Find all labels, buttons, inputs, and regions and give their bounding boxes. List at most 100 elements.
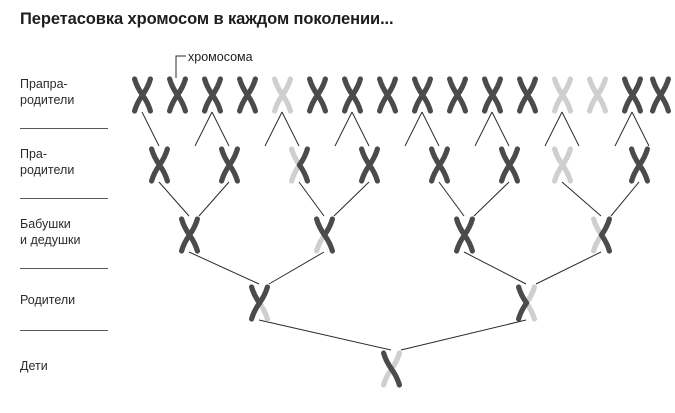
chromosome — [412, 76, 433, 114]
chromosome-arm-br — [321, 232, 335, 254]
generation-label-line: Прапра- — [20, 77, 68, 91]
lineage-connector — [351, 111, 370, 147]
chromosome — [447, 76, 468, 114]
chromosome-arm-tr — [366, 146, 380, 168]
chromosome-arm-br — [314, 92, 328, 114]
chromosome-arm-tr — [186, 216, 200, 238]
lineage-connector — [535, 251, 602, 285]
chromosome-callout-label: хромосома — [188, 50, 253, 64]
chromosome-arm-tr — [209, 76, 223, 98]
chromosome-arm-tr — [321, 216, 335, 238]
chromosome — [516, 284, 537, 322]
lineage-connector — [474, 111, 493, 147]
chromosome-arm-br — [598, 232, 612, 254]
generation-row-1 — [132, 76, 671, 114]
generation-row-3 — [179, 216, 612, 254]
chromosome-arm-br — [296, 162, 310, 184]
generation-label-3: Бабушки и дедушки — [20, 216, 120, 248]
chromosome — [149, 146, 170, 184]
chromosome — [342, 76, 363, 114]
chromosome-arm-br — [454, 92, 468, 114]
generation-label-line: и дедушки — [20, 233, 81, 247]
chromosome — [381, 350, 402, 388]
chromosome-arm-br — [279, 92, 293, 114]
callout-leader-line — [175, 55, 186, 78]
chromosome-arm-br — [388, 366, 402, 388]
chromosome-arm-br — [594, 92, 608, 114]
chromosome — [429, 146, 450, 184]
chromosome-arm-tr — [657, 76, 671, 98]
chromosome-arm-tr — [461, 216, 475, 238]
chromosome — [237, 76, 258, 114]
chromosome-arm-tr — [296, 146, 310, 168]
chromosome — [552, 146, 573, 184]
chromosome — [202, 76, 223, 114]
chromosome-arm-br — [349, 92, 363, 114]
chromosome-arm-tr — [349, 76, 363, 98]
chromosome-arm-tr — [384, 76, 398, 98]
chromosome — [517, 76, 538, 114]
chromosome — [167, 76, 188, 114]
chromosome-arm-br — [629, 92, 643, 114]
chromosome — [359, 146, 380, 184]
chromosome-arm-tr — [559, 76, 573, 98]
lineage-connector — [404, 111, 423, 147]
chromosome-arm-tr — [454, 76, 468, 98]
lineage-connector — [438, 181, 465, 217]
chromosome-arm-tr — [279, 76, 293, 98]
chromosome-arm-tr — [489, 76, 503, 98]
generation-label-1: Прапра-родители — [20, 76, 120, 108]
chromosome-arm-br — [244, 92, 258, 114]
chromosome-arm-tr — [524, 76, 538, 98]
chromosome — [179, 216, 200, 254]
chromosome-arm-br — [436, 162, 450, 184]
chromosome — [314, 216, 335, 254]
lineage-connector — [194, 111, 213, 147]
chromosome-arm-tr — [436, 146, 450, 168]
chromosome-arm-br — [657, 92, 671, 114]
lineage-connector — [268, 251, 325, 285]
chromosome — [629, 146, 650, 184]
chromosome-arm-tr — [598, 216, 612, 238]
chromosome-arm-br — [156, 162, 170, 184]
chromosome-arm-br — [559, 162, 573, 184]
chromosome-arm-tr — [139, 76, 153, 98]
chromosome-arm-tr — [506, 146, 520, 168]
lineage-connector — [334, 111, 353, 147]
chromosome — [499, 146, 520, 184]
chromosome — [454, 216, 475, 254]
lineage-connector — [258, 319, 392, 351]
chromosome-arm-br — [384, 92, 398, 114]
lineage-connector — [141, 111, 160, 147]
generation-label-line: родители — [20, 93, 75, 107]
lineage-connector — [463, 251, 527, 285]
generation-divider-4 — [20, 330, 108, 331]
chromosome-arm-br — [139, 92, 153, 114]
chromosome-arm-tl — [381, 350, 395, 372]
chromosome — [622, 76, 643, 114]
chromosome — [591, 216, 612, 254]
chromosome-arm-tr — [314, 76, 328, 98]
chromosome-arm-br — [419, 92, 433, 114]
generation-row-2 — [149, 146, 650, 184]
chromosome-arm-br — [559, 92, 573, 114]
chromosome-arm-br — [209, 92, 223, 114]
lineage-connector — [264, 111, 283, 147]
lineage-connector — [614, 111, 633, 147]
chromosome — [377, 76, 398, 114]
lineage-connector — [561, 111, 580, 147]
generation-divider-3 — [20, 268, 108, 269]
chromosome-arm-bl — [516, 300, 530, 322]
chromosome-arm-br — [174, 92, 188, 114]
chromosome-arm-br — [506, 162, 520, 184]
lineage-connector — [610, 181, 640, 217]
chromosome — [289, 146, 310, 184]
chromosome-arm-tr — [559, 146, 573, 168]
chromosome — [650, 76, 671, 114]
lineage-connector — [400, 319, 527, 351]
chromosome-arm-tr — [156, 146, 170, 168]
chromosome-arm-tr — [636, 146, 650, 168]
generation-label-line: Бабушки — [20, 217, 71, 231]
